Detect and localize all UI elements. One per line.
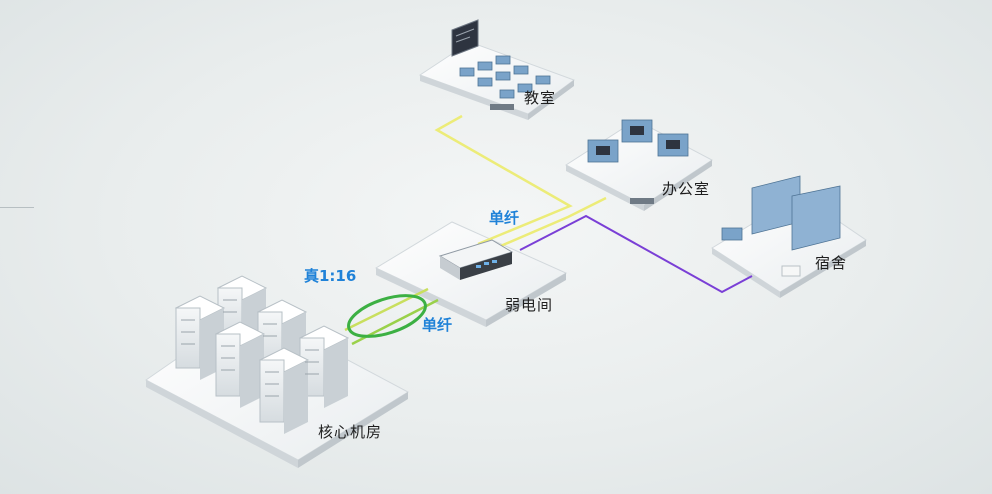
fiber-to-office <box>495 196 607 250</box>
classroom-ap-icon <box>490 104 514 110</box>
office-workstation-icons <box>587 119 689 163</box>
link-aggregation-ring <box>347 294 427 338</box>
server-rack-icons <box>174 275 350 434</box>
desk-icons <box>459 55 551 99</box>
dorm-ap-icon <box>781 265 801 277</box>
office-ap-icon <box>630 198 654 204</box>
dorm-label: 宿舍 <box>815 254 848 272</box>
single-fiber-label-bottom: 单纤 <box>422 316 453 334</box>
server-rack <box>258 347 310 434</box>
bunk-bed-icons <box>751 175 841 251</box>
dorm-desk-icon <box>721 227 743 241</box>
core-room-label: 核心机房 <box>318 423 383 441</box>
classroom-label: 教室 <box>524 89 557 107</box>
server-rack <box>214 321 266 408</box>
split-ratio-label: 真1:16 <box>304 267 357 285</box>
edge-divider <box>0 207 34 208</box>
blackboard-icon <box>451 19 479 57</box>
single-fiber-label-top: 单纤 <box>489 209 520 227</box>
fiber-to-dorm <box>519 214 753 294</box>
olt-switch-icon <box>438 239 514 280</box>
weak-room-label: 弱电间 <box>505 296 554 314</box>
office-label: 办公室 <box>662 180 711 198</box>
fiber-to-classroom <box>434 114 573 246</box>
